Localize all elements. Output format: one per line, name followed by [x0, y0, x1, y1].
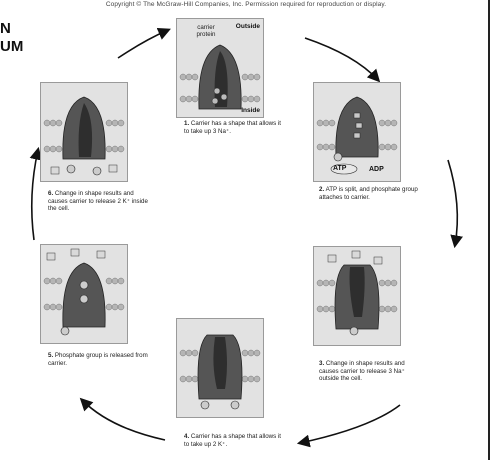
- arrow-2-to-3: [448, 160, 457, 245]
- step-5-text: Phosphate group is released from carrier…: [48, 352, 148, 367]
- step-4-caption: 4. Carrier has a shape that allows it to…: [184, 433, 284, 448]
- step-1-panel: carrier protein Outside Inside: [176, 18, 264, 118]
- atp-label: ATP: [333, 165, 346, 172]
- step-6-text: Change in shape results and causes carri…: [48, 190, 148, 212]
- arrow-1-to-2: [305, 38, 378, 80]
- step-3-number: 3.: [319, 360, 324, 367]
- adp-label: ADP: [369, 166, 384, 173]
- step-2-panel: ATP ADP: [313, 82, 401, 182]
- step-6-panel: [40, 82, 128, 182]
- step-5-caption: 5. Phosphate group is released from carr…: [48, 352, 148, 367]
- step-3-text: Change in shape results and causes carri…: [319, 360, 405, 382]
- arrow-3-to-4: [300, 405, 400, 443]
- step-5-number: 5.: [48, 352, 53, 359]
- step-6-number: 6.: [48, 190, 53, 197]
- step-4-text: Carrier has a shape that allows it to ta…: [184, 433, 281, 448]
- step-2-number: 2.: [319, 186, 324, 193]
- step-4-number: 4.: [184, 433, 189, 440]
- step-1-text: Carrier has a shape that allows it to ta…: [184, 120, 281, 135]
- carrier-protein-label: carrier protein: [191, 25, 221, 39]
- outside-label: Outside: [236, 23, 260, 30]
- arrow-5-to-6: [32, 150, 38, 240]
- arrow-4-to-5: [82, 400, 165, 440]
- step-1-number: 1.: [184, 120, 189, 127]
- step-5-panel: [40, 244, 128, 344]
- step-6-caption: 6. Change in shape results and causes ca…: [48, 190, 148, 213]
- step-3-panel: [313, 246, 401, 346]
- step-2-caption: 2. ATP is split, and phosphate group att…: [319, 186, 419, 201]
- step-3-caption: 3. Change in shape results and causes ca…: [319, 360, 419, 383]
- step-4-panel: [176, 318, 264, 418]
- inside-label: Inside: [241, 107, 260, 114]
- step-2-text: ATP is split, and phosphate group attach…: [319, 186, 418, 201]
- step-1-caption: 1. Carrier has a shape that allows it to…: [184, 120, 284, 135]
- arrow-6-to-1: [118, 30, 168, 58]
